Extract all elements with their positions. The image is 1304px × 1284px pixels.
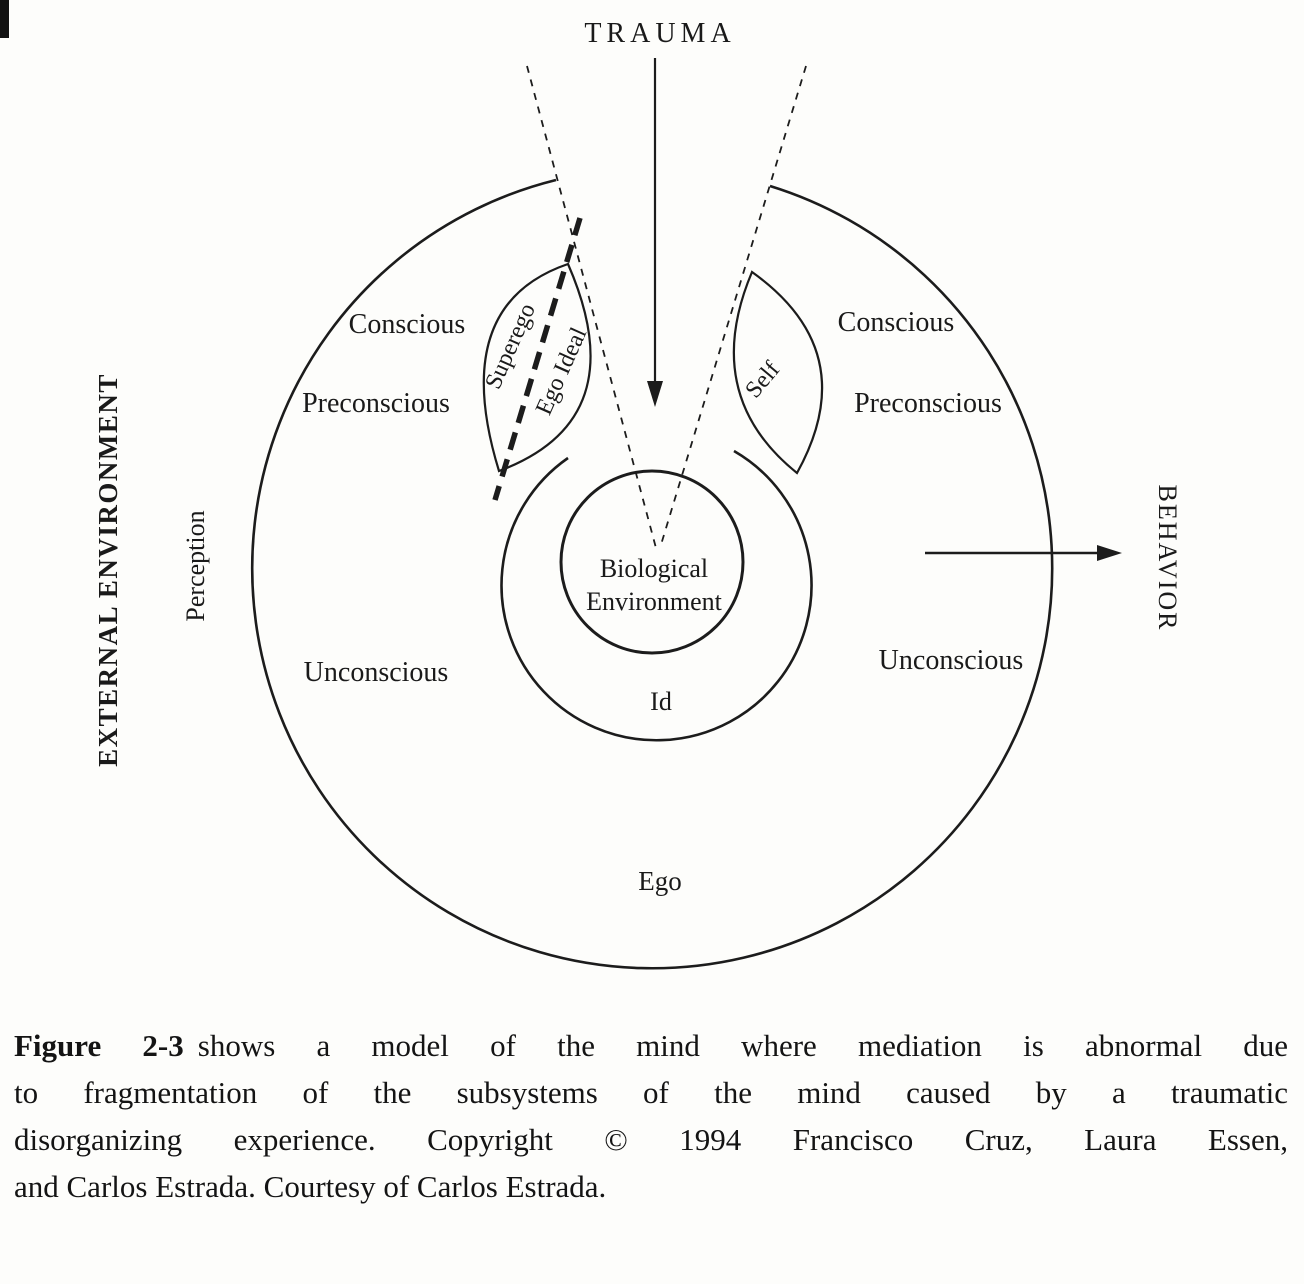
- figure-number: Figure 2-3: [14, 1028, 184, 1063]
- mind-model-diagram: TRAUMA EXTERNAL ENVIRONMENT Perception B…: [93, 18, 1182, 970]
- caption-line-2: to fragmentation of the subsystems of th…: [14, 1075, 1288, 1110]
- caption-line-1: Figure 2-3 shows a model of the mind wher…: [14, 1022, 1288, 1069]
- preconscious-left-label: Preconscious: [302, 388, 450, 419]
- trauma-arrow-icon: [647, 58, 663, 407]
- trauma-label: TRAUMA: [584, 18, 735, 49]
- behavior-arrow-icon: [925, 545, 1122, 561]
- perception-label: Perception: [181, 510, 210, 621]
- superego-lens: [482, 262, 592, 473]
- figure-caption: Figure 2-3 shows a model of the mind wher…: [0, 1008, 1304, 1210]
- id-middle-circle: [500, 449, 813, 742]
- self-label: Self: [740, 357, 785, 403]
- unconscious-left-label: Unconscious: [304, 657, 449, 688]
- ego-outer-circle: [250, 178, 1054, 970]
- ego-ideal-label: Ego Ideal: [531, 323, 593, 419]
- scan-artifact-mark: [0, 0, 9, 38]
- biological-environment-circle: [559, 469, 745, 655]
- self-lens: [732, 270, 824, 475]
- biological-environment-label-line2: Environment: [586, 587, 723, 616]
- behavior-label: BEHAVIOR: [1153, 485, 1182, 632]
- id-label: Id: [650, 687, 672, 716]
- conscious-left-label: Conscious: [349, 309, 466, 340]
- caption-line-1-text: shows a model of the mind where mediatio…: [197, 1028, 1288, 1063]
- fragmentation-dashed-line: [492, 217, 583, 501]
- external-environment-label: EXTERNAL ENVIRONMENT: [93, 373, 123, 767]
- caption-line-4: and Carlos Estrada. Courtesy of Carlos E…: [14, 1169, 607, 1204]
- behavior-arrowhead-icon: [1097, 545, 1122, 561]
- ego-label: Ego: [638, 866, 682, 896]
- preconscious-right-label: Preconscious: [854, 388, 1002, 419]
- biological-environment-label-line1: Biological: [600, 554, 708, 583]
- unconscious-right-label: Unconscious: [879, 645, 1024, 676]
- caption-line-3: disorganizing experience. Copyright © 19…: [14, 1122, 1288, 1157]
- trauma-arrowhead-icon: [647, 381, 663, 407]
- conscious-right-label: Conscious: [838, 307, 955, 338]
